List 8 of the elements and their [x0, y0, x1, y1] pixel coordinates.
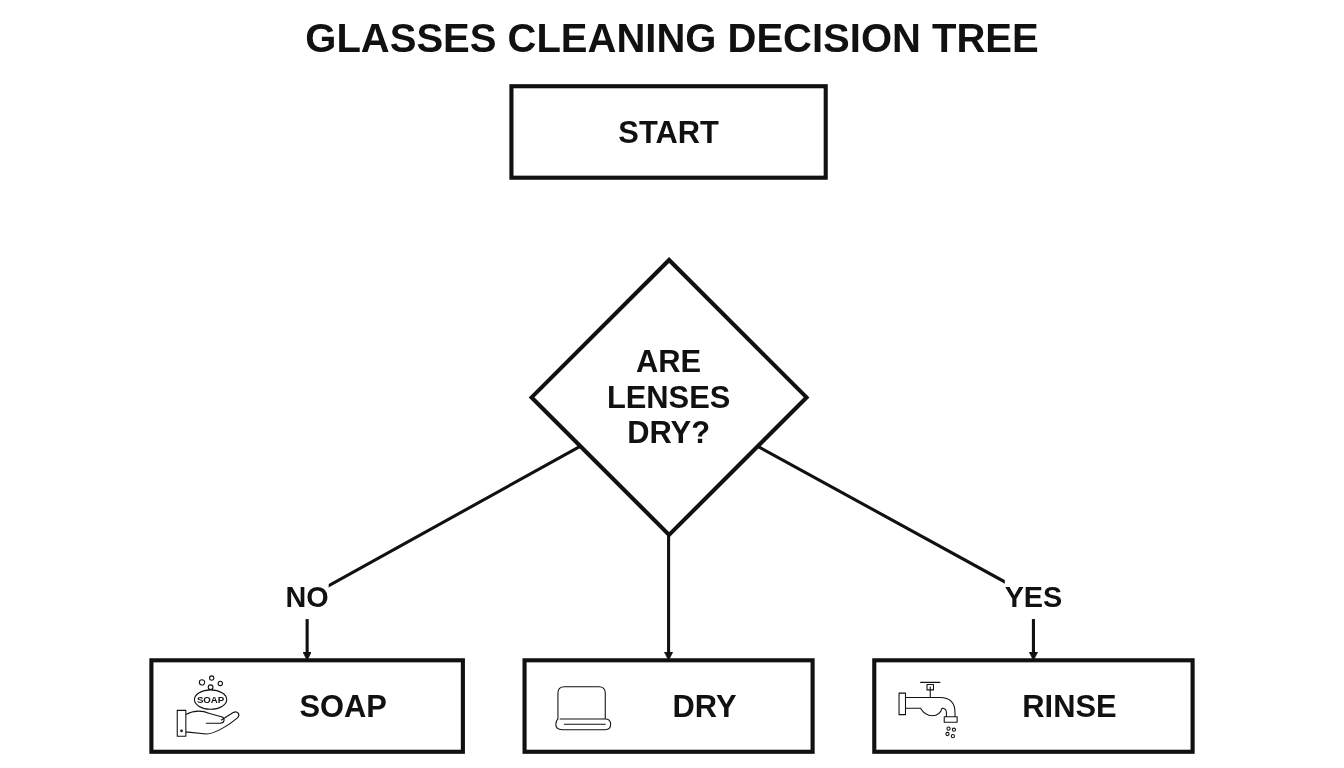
edge-label: NO — [285, 581, 329, 614]
soap-bar-text: SOAP — [196, 694, 225, 706]
node-box: RINSE — [872, 658, 1195, 754]
diagram-title: GLASSES CLEANING DECISION TREE — [304, 16, 1040, 61]
node-diamond: ARE LENSES DRY? — [528, 257, 810, 538]
node-box: START — [509, 84, 828, 180]
node-box: DRY — [522, 658, 815, 754]
edge-label: YES — [1004, 581, 1063, 614]
